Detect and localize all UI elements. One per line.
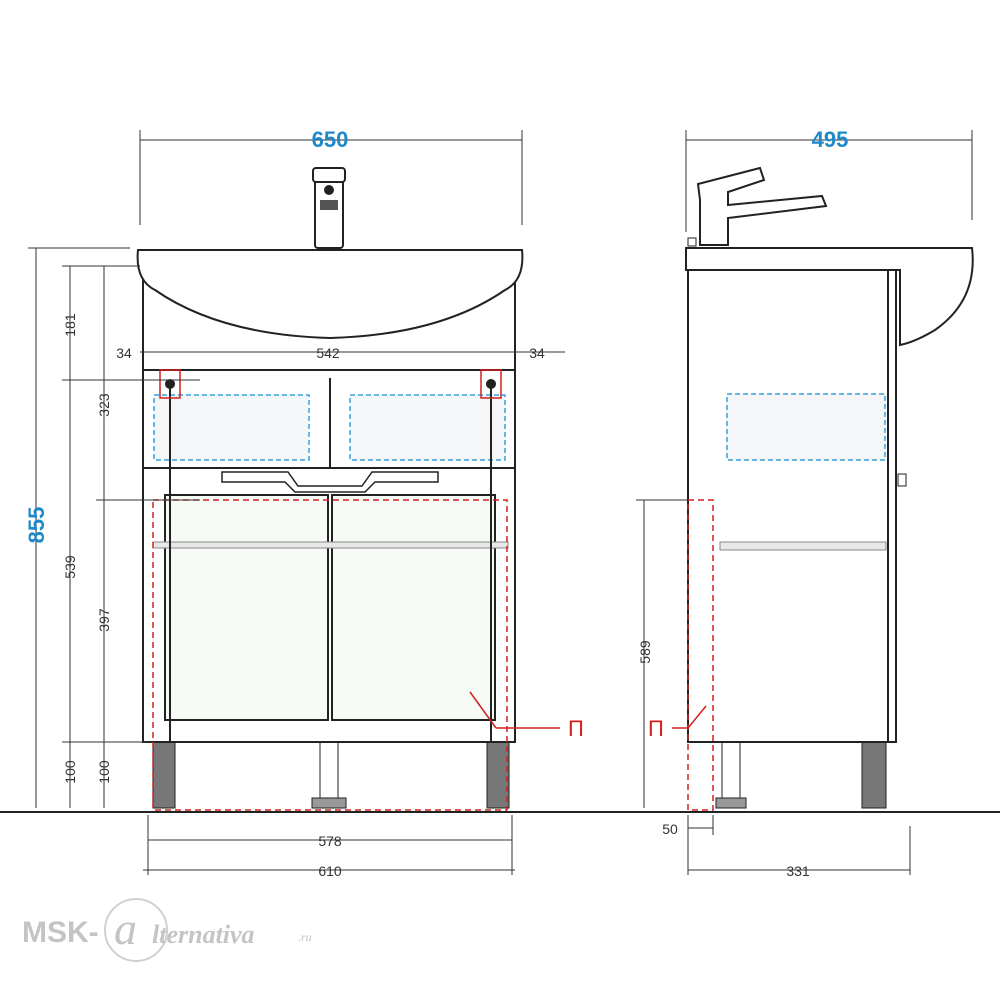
side-drawer-insert: [726, 393, 886, 461]
watermark-at-logo: a: [104, 898, 168, 962]
front-leg-right: [486, 741, 510, 809]
fastener-marker-left: [159, 369, 181, 399]
front-dimension-lines: [28, 130, 565, 875]
watermark-msk: MSK-: [22, 916, 99, 949]
side-body: [687, 269, 897, 743]
dim-100-b: 100: [96, 760, 112, 784]
dim-589: 589: [637, 640, 653, 664]
dim-50: 50: [662, 821, 678, 837]
side-view: [685, 166, 974, 811]
watermark-tld: .ru: [298, 930, 312, 944]
shelf: [152, 541, 509, 549]
dim-331: 331: [786, 863, 810, 879]
dim-34-left: 34: [116, 345, 132, 361]
door-left: [164, 494, 329, 721]
pipe-marker-side: П: [648, 716, 664, 741]
pipe-zone-side: [687, 499, 714, 811]
front-view: [136, 167, 524, 811]
basin: [136, 249, 524, 340]
front-leg-left: [152, 741, 176, 809]
side-leg: [861, 741, 887, 809]
drain-pipe: [319, 741, 339, 801]
watermark-alternativa: lternativa: [152, 920, 255, 949]
side-basin: [685, 247, 974, 347]
side-faucet: [696, 166, 828, 246]
side-dimension-lines: [636, 130, 973, 875]
pipe-marker-front: П: [568, 716, 584, 741]
dim-539: 539: [62, 555, 78, 579]
drawer-insert-right: [349, 394, 506, 461]
front-height-855: 855: [24, 507, 49, 544]
dim-323: 323: [96, 393, 112, 417]
dim-610: 610: [318, 863, 342, 879]
fastener-marker-right: [480, 369, 502, 399]
dim-34-right: 34: [529, 345, 545, 361]
door-right: [331, 494, 496, 721]
dim-397: 397: [96, 608, 112, 632]
drawer-insert-left: [153, 394, 310, 461]
front-width-650: 650: [312, 127, 349, 152]
dim-578: 578: [318, 833, 342, 849]
side-drain-pipe: [721, 741, 741, 801]
pipe-zone-front: [152, 499, 508, 811]
side-width-495: 495: [812, 127, 849, 152]
dim-181: 181: [62, 313, 78, 337]
side-shelf: [719, 541, 887, 551]
door-handles: [221, 471, 439, 493]
dim-100-a: 100: [62, 760, 78, 784]
dim-542: 542: [316, 345, 340, 361]
